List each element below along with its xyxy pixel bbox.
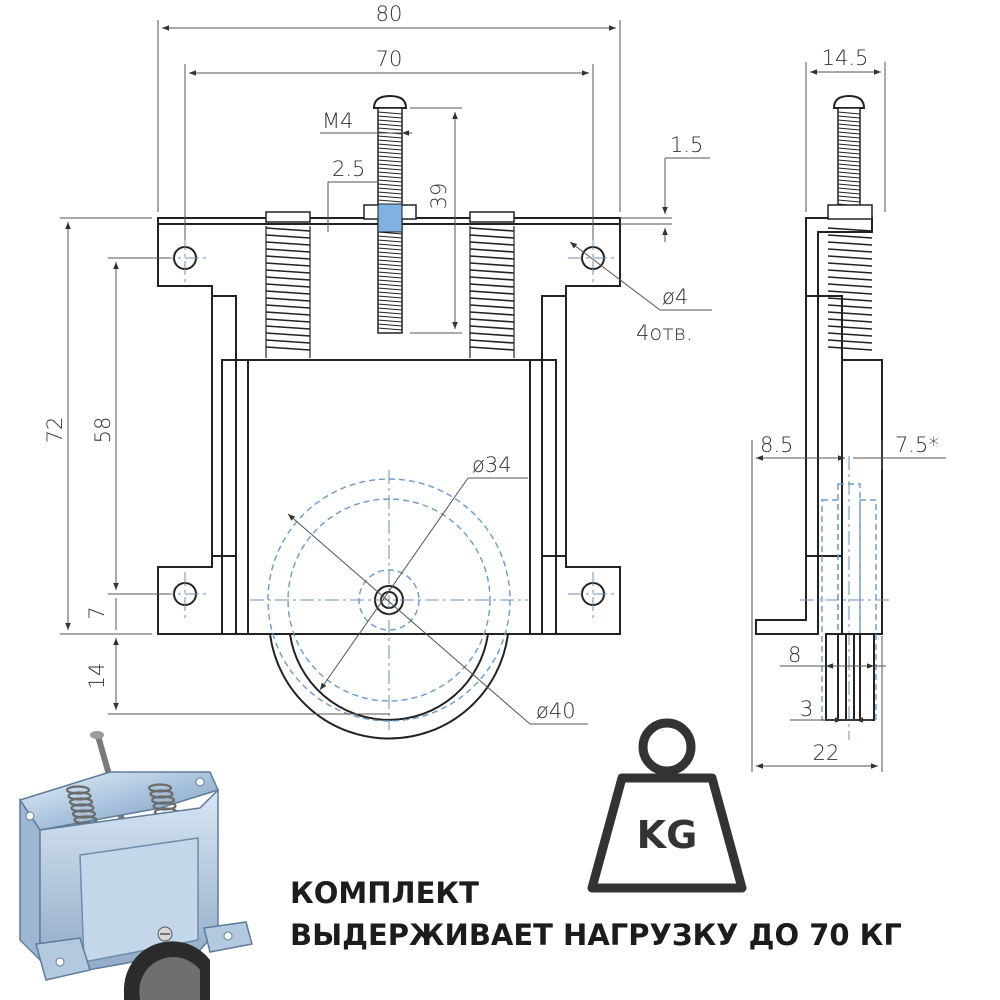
spring-left [265, 211, 311, 358]
side-dimensions: 14.5 8.5 7.5* 8 3 22 [751, 46, 946, 772]
product-photo [18, 731, 253, 1000]
dim-m4: M4 [322, 109, 353, 133]
lower-flange-right [541, 555, 621, 635]
dim-2-5: 2.5 [332, 157, 365, 181]
wheel [250, 470, 528, 740]
caption-line-1: КОМПЛЕКТ [290, 876, 479, 910]
dim-3: 3 [800, 697, 813, 721]
side-spring [827, 227, 873, 351]
dim-22: 22 [813, 741, 840, 765]
load-caption: КОМПЛЕКТ ВЫДЕРЖИВАЕТ НАГРУЗКУ ДО 70 КГ [290, 872, 902, 956]
dim-14-5: 14.5 [822, 46, 869, 70]
spring-right [469, 211, 515, 358]
dim-58: 58 [91, 417, 115, 444]
caption-line-2: ВЫДЕРЖИВАЕТ НАГРУЗКУ ДО 70 КГ [290, 918, 902, 952]
side-bracket [755, 217, 873, 635]
dim-hole-diameter: ø4 [662, 285, 688, 309]
dim-wheel-outer: ø40 [536, 699, 576, 723]
springs [265, 211, 515, 358]
dim-14: 14 [85, 663, 109, 690]
mounting-holes [160, 236, 618, 618]
front-view [157, 94, 621, 740]
bolt-thread-highlight [377, 203, 403, 233]
side-view [755, 94, 890, 740]
dim-wheel-inner: ø34 [472, 453, 512, 477]
side-housing [841, 359, 883, 635]
left-rail [211, 295, 237, 557]
weight-icon-label: KG [637, 813, 698, 857]
adjustment-bolt [363, 94, 417, 334]
front-dimensions: 80 70 M4 2.5 39 1.5 ø4 4отв. [43, 2, 712, 725]
dim-7-5: 7.5* [895, 433, 939, 457]
dim-7: 7 [85, 606, 109, 619]
dim-72: 72 [43, 417, 67, 444]
dim-1-5: 1.5 [670, 133, 703, 157]
dim-70: 70 [376, 47, 403, 71]
dim-39: 39 [427, 183, 451, 210]
lower-flange-left [157, 555, 237, 635]
side-rail [805, 295, 843, 557]
dim-8: 8 [788, 643, 801, 667]
dim-hole-count: 4отв. [636, 321, 693, 345]
side-wheel [825, 633, 875, 721]
dim-8-5: 8.5 [760, 433, 793, 457]
right-rail [541, 295, 567, 557]
weight-icon: KG [587, 718, 747, 893]
dim-80: 80 [376, 2, 403, 26]
